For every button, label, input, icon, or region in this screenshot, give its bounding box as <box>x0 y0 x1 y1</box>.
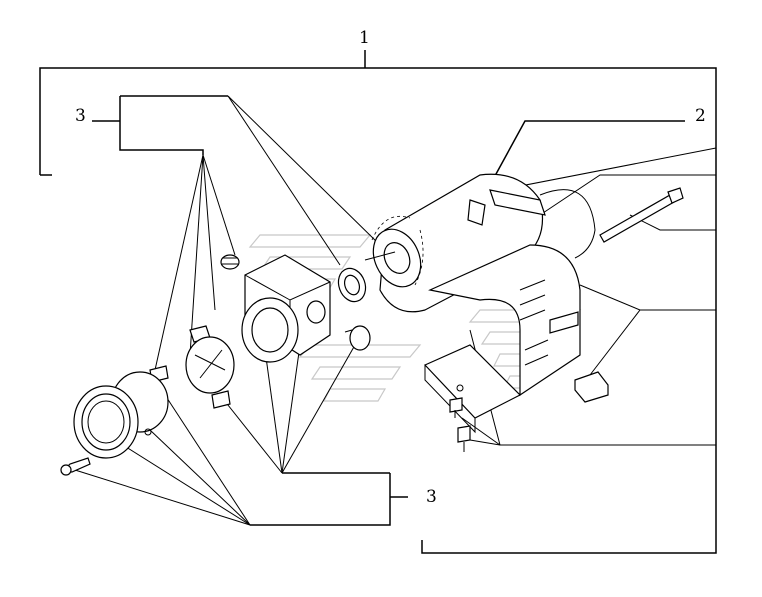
switch <box>574 371 609 403</box>
leader-group-lower-3 <box>74 344 408 526</box>
spring-plug <box>220 254 240 270</box>
long-bolt <box>599 187 684 243</box>
flange-screw <box>60 457 91 476</box>
callout-label-assembly: 1 <box>359 28 370 48</box>
assembly-bracket <box>39 50 717 554</box>
bearing <box>337 267 367 303</box>
coupling-spider <box>149 325 235 409</box>
end-flange <box>73 371 169 459</box>
leader-group-upper-3 <box>92 95 381 371</box>
motor-housing <box>423 244 581 434</box>
callout-label-motor-stator: 2 <box>695 106 706 126</box>
motor-stator <box>364 173 596 313</box>
callout-label-coupling-upper: 3 <box>75 106 86 126</box>
housing-screws <box>449 397 471 452</box>
callout-label-coupling-lower: 3 <box>426 487 437 507</box>
drive-pin <box>344 325 371 351</box>
gearbox-block <box>241 254 331 363</box>
